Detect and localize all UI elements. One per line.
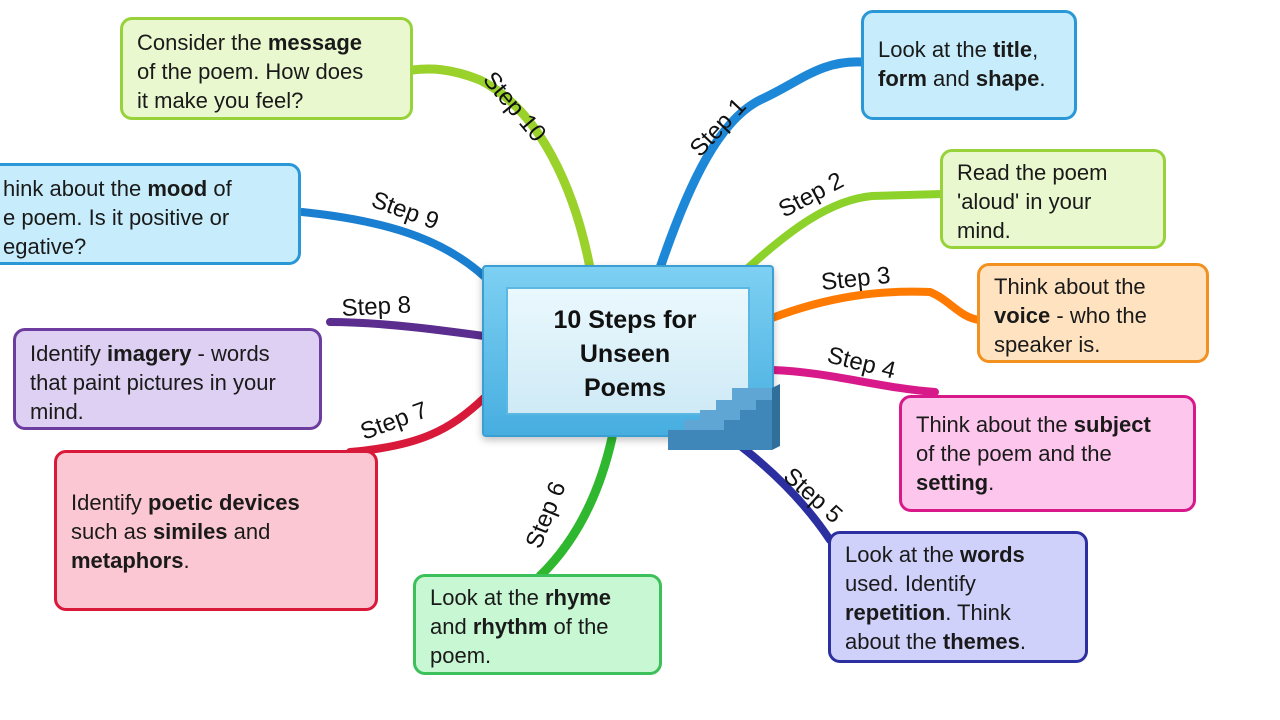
step-6-text: rhythm	[472, 614, 548, 639]
step-5-text: . Think	[945, 600, 1011, 625]
step-9-text: of	[207, 176, 232, 201]
step-8-text: mind.	[30, 399, 84, 424]
step-5-text: Look at the	[845, 542, 960, 567]
branch-step-4	[768, 366, 939, 396]
step-2-text: 'aloud' in your	[957, 189, 1092, 214]
center-title: 10 Steps for Unseen Poems	[508, 303, 742, 405]
step-5-text: themes	[942, 629, 1020, 654]
step-4-text: of the poem and the	[916, 441, 1112, 466]
step-2-box: Read the poem 'aloud' in your mind.	[940, 149, 1166, 249]
step-3-text: Think about the	[994, 274, 1146, 299]
step-10-text: Consider the	[137, 30, 268, 55]
branch-step-9	[298, 208, 490, 282]
branch-step-6	[535, 433, 617, 581]
step-7-text: metaphors	[71, 548, 184, 573]
center-node-panel	[506, 287, 750, 415]
stairs-icon	[668, 384, 780, 450]
step-4-text: .	[988, 470, 995, 495]
step-2-text: Read the poem	[957, 160, 1108, 185]
branch-step-1	[655, 57, 867, 273]
center-title-line-1: 10 Steps for	[553, 306, 697, 334]
step-8-text: Identify	[30, 341, 108, 366]
step-2-text: mind.	[957, 218, 1011, 243]
step-6-text: poem.	[430, 643, 492, 668]
step-5-text: used. Identify	[845, 571, 976, 596]
step-6-text: of the	[547, 614, 609, 639]
step-10-box: Consider the message of the poem. How doe…	[120, 17, 413, 120]
branch-step-7	[346, 394, 488, 456]
step-4-text: Think about the	[916, 412, 1074, 437]
step-4-box: Think about the subject of the poem and t…	[899, 395, 1196, 512]
step-1-label: Step 1	[685, 93, 752, 162]
step-5-text: about the	[845, 629, 943, 654]
step-8-label: Step 8	[341, 291, 412, 322]
step-8-text: that paint pictures in your	[30, 370, 276, 395]
step-5-text: repetition	[845, 600, 946, 625]
step-1-text: form	[878, 66, 927, 91]
step-7-box: Identify poetic devices such as similes a…	[54, 450, 378, 611]
step-3-text: speaker is.	[994, 332, 1101, 357]
step-9-text: egative?	[3, 234, 87, 259]
branch-step-5	[726, 434, 834, 544]
step-6-text: Look at the	[430, 585, 545, 610]
step-10-text: message	[267, 30, 363, 55]
step-8-text: - words	[191, 341, 270, 366]
step-7-text: similes	[152, 519, 228, 544]
step-7-text: Identify	[71, 490, 149, 515]
center-title-line-2: Unseen	[579, 340, 671, 368]
step-10-label: Step 10	[477, 67, 551, 148]
step-7-text: and	[227, 519, 271, 544]
step-7-text: .	[183, 548, 190, 573]
step-9-text: mood	[147, 176, 208, 201]
step-3-text: - who the	[1050, 303, 1147, 328]
step-9-box: hink about the mood of e poem. Is it posi…	[0, 163, 301, 265]
step-5-text: words	[959, 542, 1025, 567]
step-1-text: and	[926, 66, 976, 91]
step-8-box: Identify imagery - words that paint pictu…	[13, 328, 322, 430]
step-3-box: Think about the voice - who the speaker is…	[977, 263, 1209, 363]
step-1-text: ,	[1032, 37, 1039, 62]
branch-step-8	[326, 318, 488, 340]
step-6-text: and	[430, 614, 473, 639]
step-4-text: setting	[916, 470, 989, 495]
step-5-text: .	[1019, 629, 1027, 654]
step-10-text: it make you feel?	[137, 88, 304, 113]
step-1-text: Look at the	[878, 37, 993, 62]
step-7-text: such as	[71, 519, 153, 544]
branch-step-2	[744, 190, 946, 272]
step-1-box: Look at the title, form and shape.	[861, 10, 1077, 120]
step-6-text: rhyme	[544, 585, 612, 610]
step-3-text: voice	[994, 303, 1051, 328]
step-5-box: Look at the words used. Identify repetitio…	[828, 531, 1088, 663]
step-1-text: shape	[975, 66, 1040, 91]
branch-step-10	[407, 64, 595, 273]
step-9-text: hink about the	[3, 176, 148, 201]
step-6-box: Look at the rhyme and rhythm of the poem.	[413, 574, 662, 675]
branch-step-3	[768, 287, 984, 324]
step-8-text: imagery	[107, 341, 192, 366]
center-title-line-3: Poems	[584, 374, 666, 402]
center-node: 10 Steps for Unseen Poems	[482, 265, 774, 437]
step-10-text: of the poem. How does	[137, 59, 364, 84]
step-9-text: e poem. Is it positive or	[3, 205, 230, 230]
step-4-text: subject	[1073, 412, 1151, 437]
step-1-text: .	[1039, 66, 1046, 91]
step-1-text: title	[992, 37, 1033, 62]
step-7-text: poetic devices	[148, 490, 300, 515]
